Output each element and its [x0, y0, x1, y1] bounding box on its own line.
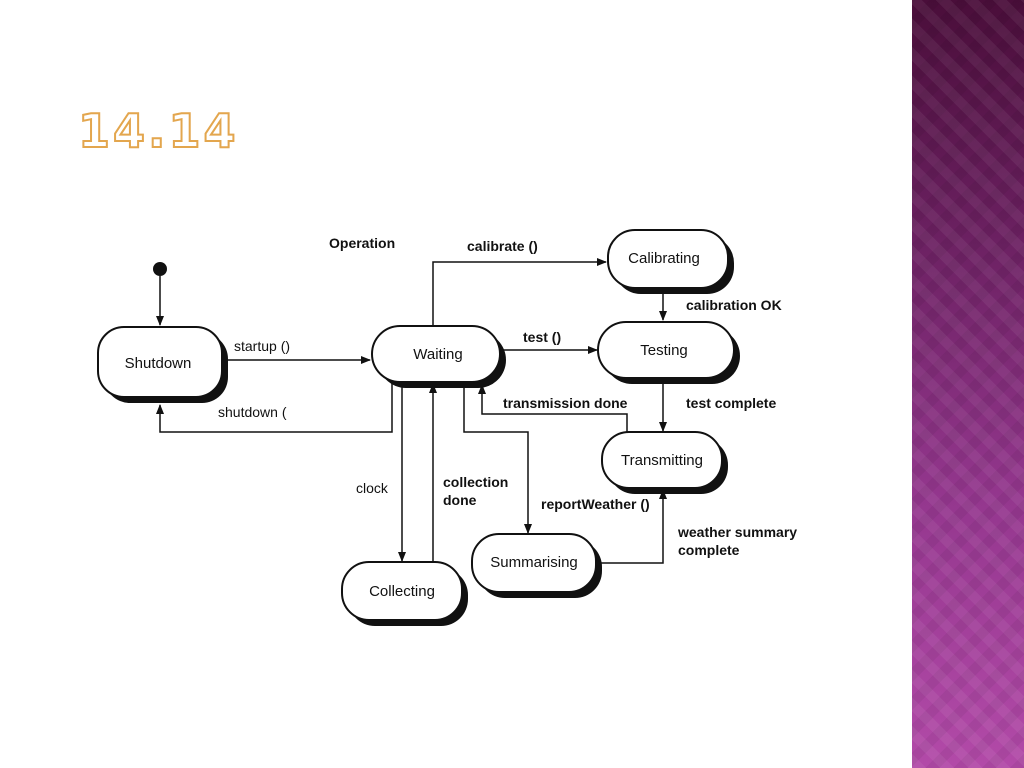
calibrate-arrow: [432, 258, 607, 326]
collection-done-label-line2: done: [443, 492, 477, 508]
state-shutdown-label: Shutdown: [125, 355, 192, 372]
shutdown-arrow: [156, 380, 393, 433]
state-diagram: Shutdown Waiting Calibrating Testing Tra…: [97, 229, 797, 626]
calibration-ok-label: calibration OK: [686, 297, 782, 313]
clock-label: clock: [356, 480, 389, 496]
state-collecting: Collecting: [341, 561, 468, 626]
calibrate-label: calibrate (): [467, 238, 538, 254]
test-label: test (): [523, 329, 561, 345]
state-summarising: Summarising: [471, 533, 602, 598]
state-shutdown: Shutdown: [97, 326, 228, 403]
startup-label: startup (): [234, 338, 290, 354]
weather-summary-label-line1: weather summary: [677, 524, 797, 540]
shutdown-label: shutdown (: [218, 404, 287, 420]
state-testing-label: Testing: [640, 342, 688, 359]
state-waiting-label: Waiting: [413, 346, 462, 363]
superstate-operation-label: Operation: [329, 235, 395, 251]
decorative-side-band: [912, 0, 1024, 768]
slide-title: 14.14: [77, 103, 239, 159]
weather-summary-arrow: [598, 489, 667, 564]
state-transmitting: Transmitting: [601, 431, 728, 494]
state-summarising-label: Summarising: [490, 554, 578, 571]
state-testing: Testing: [597, 321, 740, 384]
state-calibrating-label: Calibrating: [628, 250, 700, 267]
transmission-done-label: transmission done: [503, 395, 628, 411]
collection-done-label-line1: collection: [443, 474, 508, 490]
transmission-done-arrow: [478, 384, 628, 432]
test-complete-label: test complete: [686, 395, 776, 411]
state-waiting: Waiting: [371, 325, 506, 388]
state-collecting-label: Collecting: [369, 583, 435, 600]
weather-summary-label-line2: complete: [678, 542, 740, 558]
state-transmitting-label: Transmitting: [621, 452, 703, 469]
report-weather-arrow: [463, 384, 532, 534]
initial-state-dot: [153, 262, 167, 276]
state-calibrating: Calibrating: [607, 229, 734, 294]
report-weather-label: reportWeather (): [541, 496, 650, 512]
